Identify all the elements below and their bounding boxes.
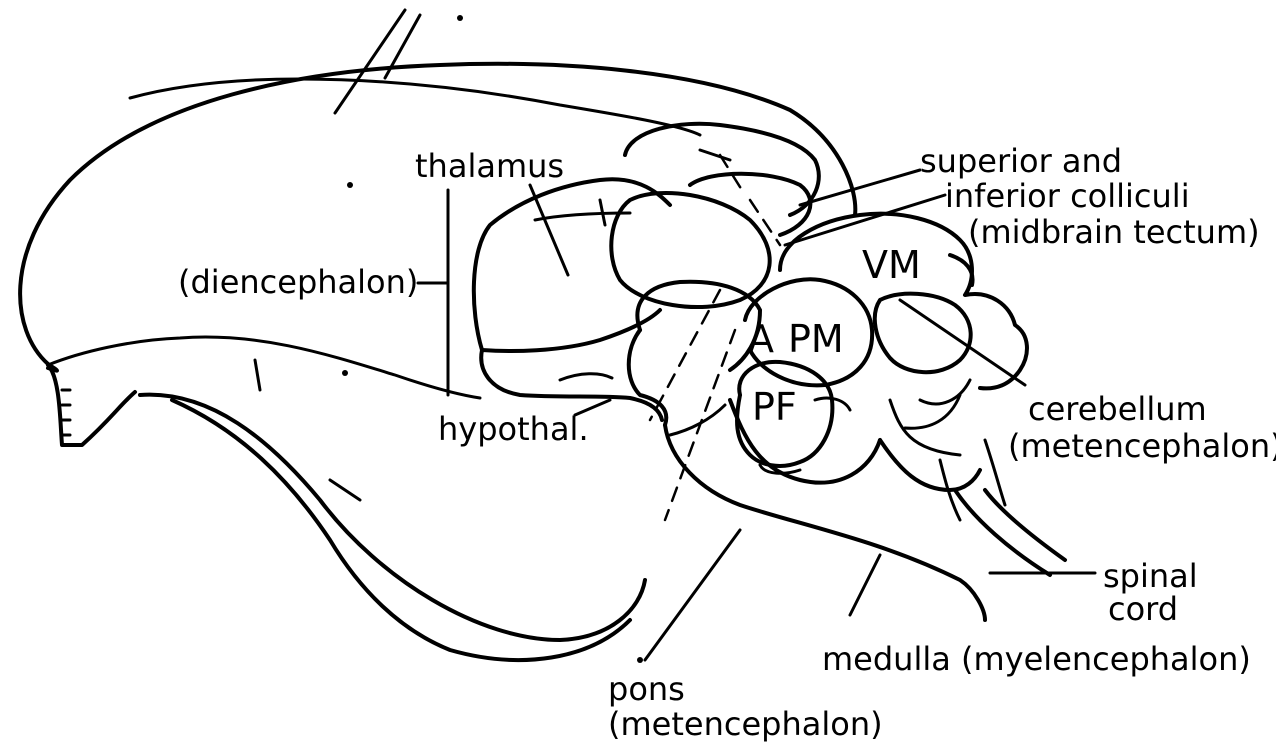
olfactory-bulb (48, 365, 135, 445)
label-vm: VM (862, 243, 921, 287)
label-metencephalon-cerebellum: (metencephalon) (1008, 427, 1276, 465)
colliculi (611, 124, 819, 307)
label-midbrain-tectum: (midbrain tectum) (968, 213, 1260, 251)
hemisphere-lower (140, 360, 645, 660)
label-thalamus: thalamus (415, 147, 564, 185)
label-inferior-colliculi: inferior colliculi (945, 177, 1190, 215)
cerebral-hemisphere (20, 10, 855, 398)
label-hypothalamus: hypothal. (438, 410, 589, 448)
label-cerebellum: cerebellum (1028, 390, 1207, 428)
label-cord: cord (1108, 590, 1178, 628)
label-medulla: medulla (myelencephalon) (822, 640, 1251, 678)
label-pons: pons (608, 670, 685, 708)
label-a: A (748, 317, 774, 361)
label-superior-and: superior and (920, 142, 1122, 180)
label-diencephalon: (diencephalon) (178, 263, 418, 301)
label-pf: PF (752, 385, 797, 429)
label-metencephalon-pons: (metencephalon) (608, 705, 883, 743)
label-pm: PM (788, 317, 844, 361)
